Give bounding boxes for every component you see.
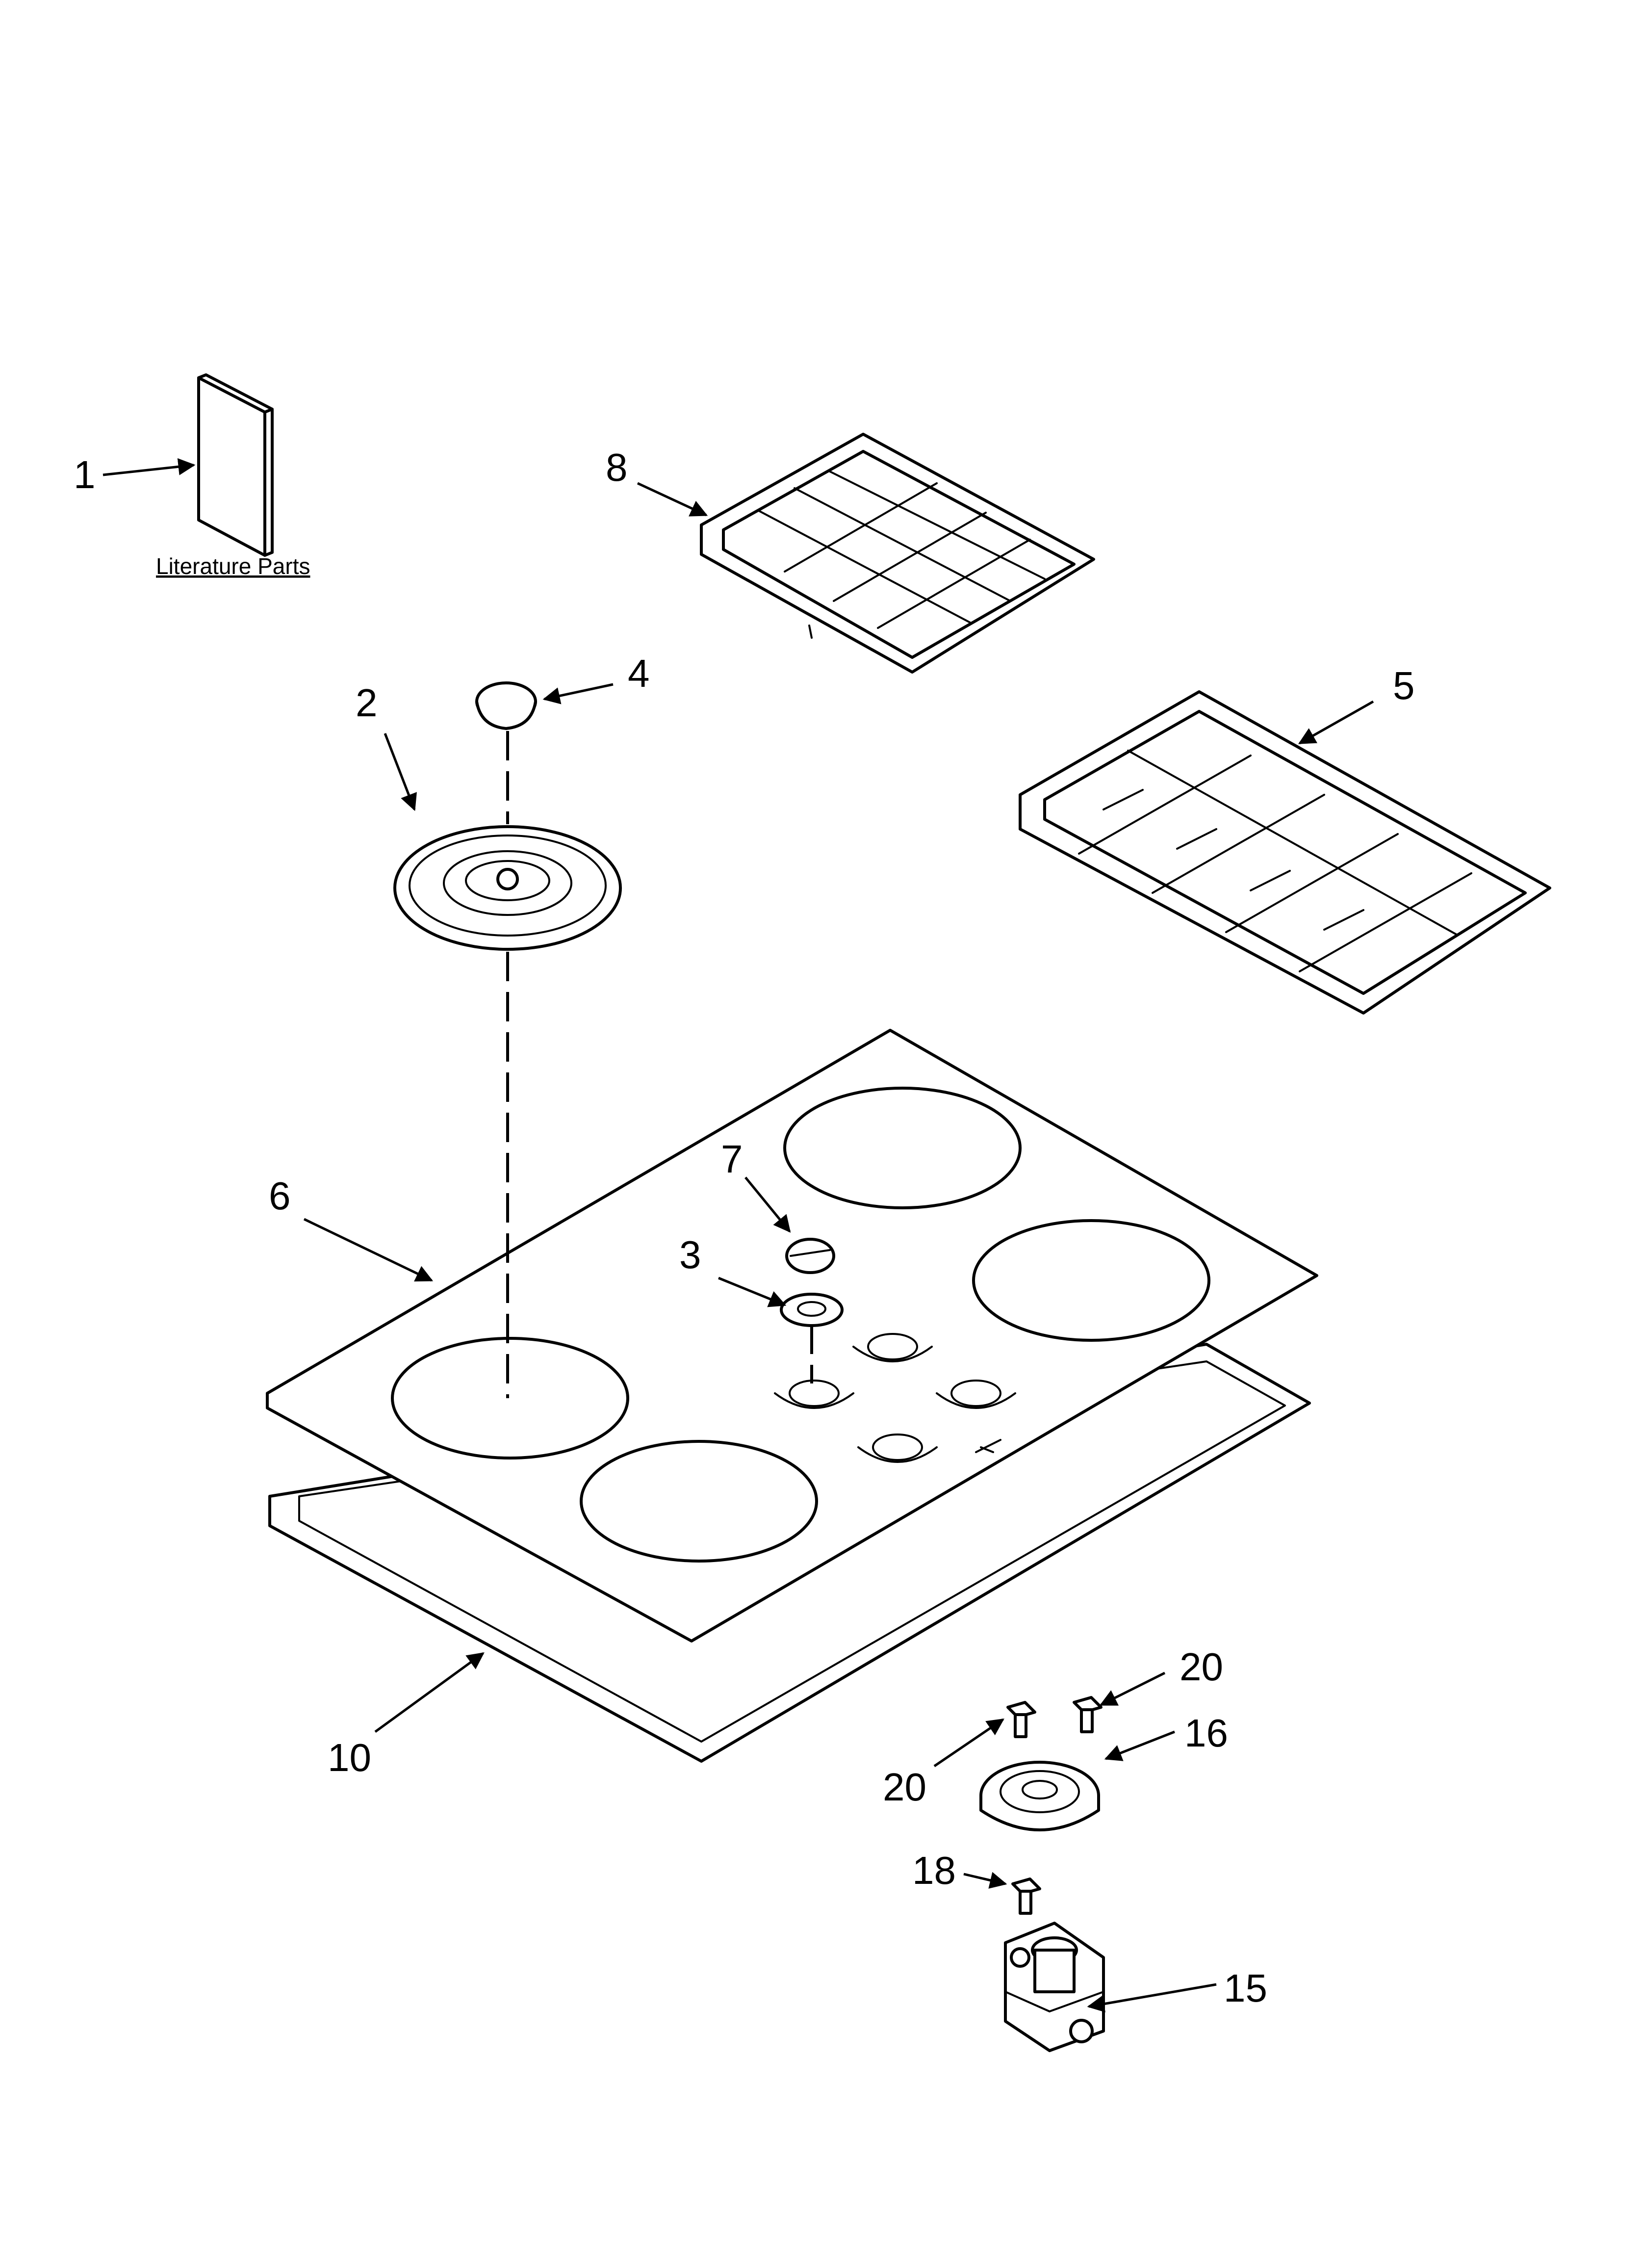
callout-6: 6: [269, 1174, 291, 1218]
screw-igniter: [1011, 1877, 1041, 1915]
burner-valve: [1004, 1922, 1105, 2052]
cooktop-surface: [266, 1029, 1318, 1642]
burner-cap: [475, 681, 537, 730]
callout-5: 5: [1393, 664, 1415, 707]
knob-markings: [774, 1333, 1016, 1463]
burner-opening-rear-left: [783, 1087, 1022, 1209]
callout-3: 3: [679, 1233, 701, 1277]
surface-burner: [979, 1761, 1100, 1831]
callout-1: 1: [74, 453, 96, 496]
callout-15: 15: [1224, 1966, 1267, 2010]
burner-opening-front-left: [391, 1337, 629, 1460]
callout-20-right: 20: [1180, 1645, 1223, 1689]
control-knob: [785, 1238, 835, 1274]
leader-lines: [103, 458, 1374, 2012]
burner-opening-front-right: [580, 1440, 818, 1563]
callout-20-left: 20: [883, 1765, 926, 1809]
burner-opening-rear-right: [972, 1219, 1210, 1342]
callout-10: 10: [328, 1736, 371, 1779]
burner-reflector: [393, 825, 622, 951]
literature-parts-booklet: [197, 373, 274, 557]
callout-7: 7: [721, 1137, 743, 1181]
callout-16: 16: [1184, 1711, 1228, 1755]
callout-8: 8: [606, 445, 628, 489]
callout-2: 2: [356, 681, 378, 725]
callout-4: 4: [628, 652, 650, 695]
screw-right: [1073, 1696, 1103, 1733]
small-grate: [700, 433, 1095, 674]
literature-parts-caption: Literature Parts: [156, 553, 310, 579]
callout-18: 18: [912, 1849, 956, 1892]
knob-bezel: [780, 1293, 844, 1327]
screw-left: [1006, 1701, 1036, 1738]
large-grate: [1019, 690, 1551, 1015]
